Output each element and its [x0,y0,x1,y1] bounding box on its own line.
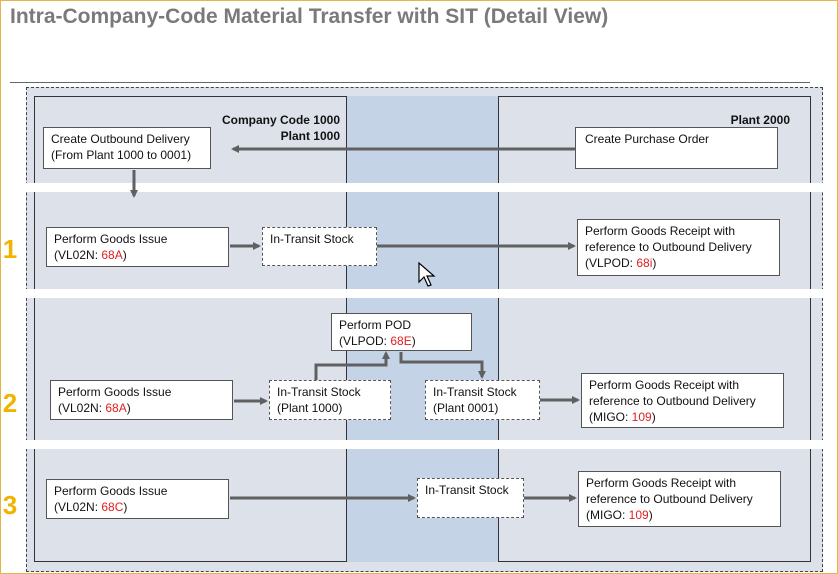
goods-issue-line2: (VL02N: 68C) [54,499,221,515]
step-number-2: 2 [2,388,18,418]
goods-receipt-prefix: (MIGO: [586,508,629,522]
goods-issue-box-2: Perform Goods Issue (VL02N: 68A) [50,380,233,420]
goods-issue-line1: Perform Goods Issue [54,484,168,498]
goods-issue-suffix: ) [122,248,127,262]
goods-issue-suffix: ) [123,500,128,514]
create-delivery-line1: Create Outbound Delivery [51,132,190,146]
row-separator [20,289,828,298]
step-number-3: 3 [2,490,18,520]
pod-suffix: ) [411,334,416,348]
company-code-label: Company Code 1000 [221,113,340,127]
in-transit-label: In-Transit Stock [270,232,354,246]
goods-receipt-line3: (VLPOD: 68i) [585,255,772,271]
goods-receipt-prefix: (MIGO: [589,410,632,424]
goods-issue-line2: (VL02N: 68A) [54,247,221,263]
in-transit-stock-box-1: In-Transit Stock [262,227,377,266]
goods-receipt-suffix: ) [648,508,653,522]
goods-receipt-suffix: ) [651,410,656,424]
goods-issue-code: 68A [105,401,127,415]
goods-receipt-line1: Perform Goods Receipt with [585,224,736,238]
goods-receipt-line2: reference to Outbound Delivery [586,492,753,506]
goods-receipt-code: 109 [628,508,649,522]
create-po-label: Create Purchase Order [585,132,710,146]
goods-receipt-box-1: Perform Goods Receipt with reference to … [577,219,780,276]
mouse-cursor-icon [418,262,436,287]
goods-issue-box-3: Perform Goods Issue (VL02N: 68C) [46,479,229,519]
row-separator [20,440,828,449]
create-outbound-delivery-box: Create Outbound Delivery (From Plant 100… [43,127,211,169]
perform-pod-box: Perform POD (VLPOD: 68E) [331,313,472,351]
goods-issue-suffix: ) [126,401,131,415]
goods-receipt-code: 68i [636,256,653,270]
goods-receipt-box-2: Perform Goods Receipt with reference to … [581,373,784,428]
goods-receipt-prefix: (VLPOD: [585,256,637,270]
goods-receipt-suffix: ) [652,256,657,270]
step-number-1: 1 [2,234,18,264]
goods-receipt-line2: reference to Outbound Delivery [585,240,752,254]
pod-line2: (VLPOD: 68E) [339,333,464,349]
goods-receipt-line2: reference to Outbound Delivery [589,394,756,408]
title-divider [10,82,810,83]
in-transit-stock-box-3: In-Transit Stock [417,478,524,518]
goods-issue-prefix: (VL02N: [54,500,102,514]
goods-receipt-code: 109 [631,410,652,424]
row-separator [20,183,828,192]
goods-receipt-line1: Perform Goods Receipt with [586,476,737,490]
transit-a-line1: In-Transit Stock [277,385,361,399]
goods-receipt-line3: (MIGO: 109) [586,507,773,523]
goods-receipt-box-3: Perform Goods Receipt with reference to … [578,471,781,527]
goods-issue-prefix: (VL02N: [58,401,106,415]
goods-issue-line1: Perform Goods Issue [54,232,168,246]
create-delivery-line2: (From Plant 1000 to 0001) [51,148,192,162]
pod-line1: Perform POD [339,318,412,332]
pod-prefix: (VLPOD: [339,334,391,348]
company-code-header: Company Code 1000 Plant 1000 [200,112,340,144]
in-transit-label: In-Transit Stock [425,483,509,497]
transit-b-line1: In-Transit Stock [433,385,517,399]
goods-issue-box-1: Perform Goods Issue (VL02N: 68A) [46,227,229,267]
create-purchase-order-box: Create Purchase Order [575,127,778,169]
plant-1000-label: Plant 1000 [280,129,340,143]
goods-issue-code: 68C [101,500,124,514]
transit-a-line2: (Plant 1000) [277,401,343,415]
pod-code: 68E [390,334,412,348]
transit-b-line2: (Plant 0001) [433,401,499,415]
plant-2000-header: Plant 2000 [730,113,790,127]
goods-receipt-line1: Perform Goods Receipt with [589,378,740,392]
goods-issue-line2: (VL02N: 68A) [58,400,225,416]
in-transit-stock-plant-1000-box: In-Transit Stock (Plant 1000) [269,380,391,420]
goods-issue-line1: Perform Goods Issue [58,385,172,399]
in-transit-stock-plant-0001-box: In-Transit Stock (Plant 0001) [425,380,540,420]
goods-issue-prefix: (VL02N: [54,248,102,262]
page-title: Intra-Company-Code Material Transfer wit… [10,5,609,28]
goods-issue-code: 68A [101,248,123,262]
goods-receipt-line3: (MIGO: 109) [589,409,776,425]
